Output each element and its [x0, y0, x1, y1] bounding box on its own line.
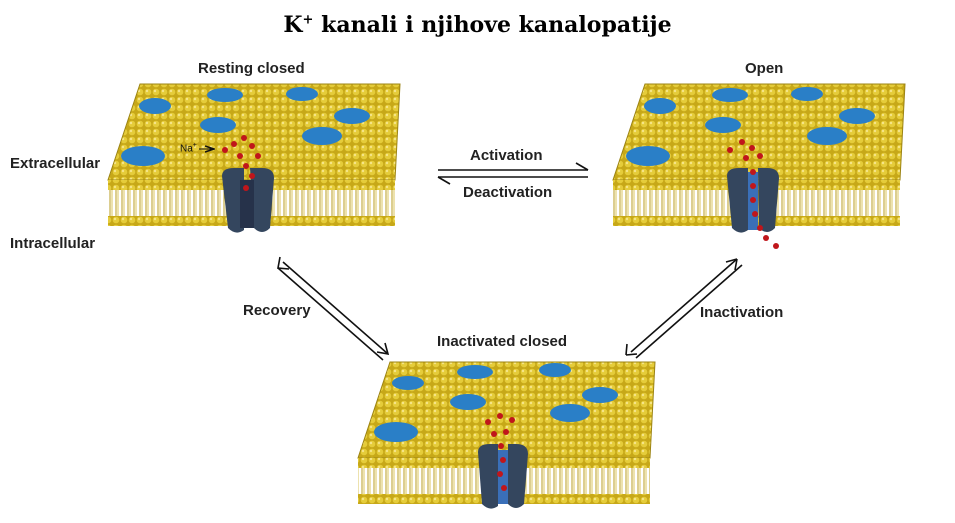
- state-label-open: Open: [745, 60, 784, 77]
- membrane-inactivated: [357, 361, 656, 509]
- intracellular-label: Intracellular: [10, 235, 96, 252]
- extracellular-label: Extracellular: [10, 155, 101, 172]
- deactivation-label: Deactivation: [463, 184, 553, 201]
- membrane-open: [612, 83, 906, 249]
- recovery-arrows: [277, 256, 390, 361]
- activation-arrows: [437, 162, 589, 185]
- recovery-label: Recovery: [243, 302, 311, 319]
- state-label-inactivated: Inactivated closed: [437, 333, 568, 350]
- inactivation-arrows: [625, 258, 743, 359]
- protein-cluster: [626, 87, 875, 166]
- inactivation-label: Inactivation: [700, 304, 784, 321]
- ion-channel: [478, 444, 528, 509]
- activation-label: Activation: [470, 147, 543, 164]
- protein-cluster: [374, 363, 618, 442]
- sodium-ions: [727, 139, 779, 249]
- ion-label: Na+: [180, 142, 197, 155]
- membrane-resting: [107, 83, 401, 233]
- ion-channel: [222, 168, 274, 233]
- sodium-ions: [222, 135, 261, 191]
- sodium-ions: [485, 413, 515, 491]
- state-label-resting: Resting closed: [198, 60, 305, 77]
- protein-cluster: [121, 87, 370, 166]
- figure-title: K+ kanali i njihove kanalopatije: [283, 12, 672, 38]
